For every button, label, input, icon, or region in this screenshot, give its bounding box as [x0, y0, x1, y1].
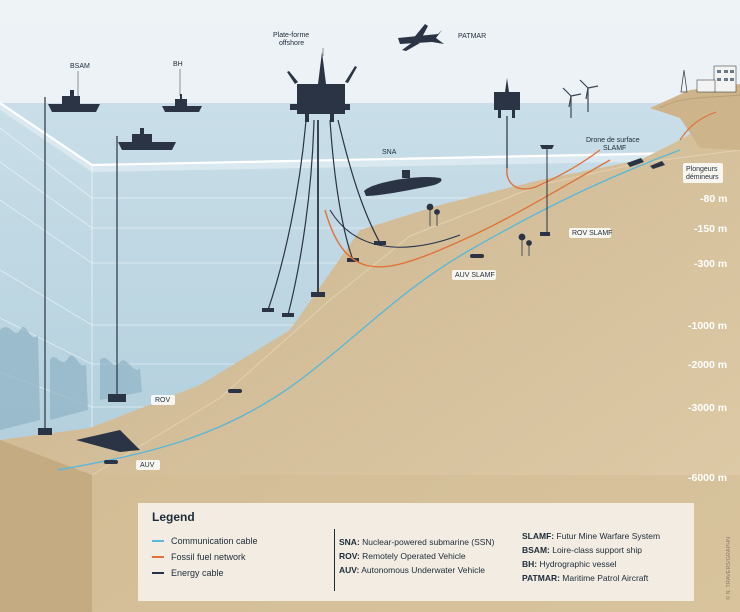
label-rov-slamf: ROV SLAMF [572, 230, 612, 237]
abbr-patmar: PATMAR: Maritime Patrol Aircraft [522, 573, 649, 583]
legend-abbr-middle: SNA: Nuclear-powered submarine (SSN) ROV… [334, 529, 510, 591]
label-auv: AUV [140, 462, 155, 469]
legend-label: Fossil fuel network [171, 552, 246, 562]
rov-slamf-icon [540, 232, 550, 236]
rov-icon [108, 394, 126, 402]
label-drone-1: Drone de surface [586, 137, 640, 144]
bsam-rov-icon [38, 428, 52, 435]
legend-item-energy: Energy cable [152, 565, 332, 581]
legend-cables: Communication cable Fossil fuel network … [152, 533, 332, 581]
depth-2000: -2000 m [688, 359, 727, 371]
divers-icon [627, 158, 665, 169]
mooring-anchors [262, 241, 386, 317]
surface-drone-icon [540, 145, 554, 149]
energy-cable [329, 209, 461, 248]
label-platform-2: offshore [279, 40, 304, 47]
wreck-icon [76, 430, 140, 452]
legend-label: Communication cable [171, 536, 258, 546]
depth-labels: -80 m -150 m -300 m -1000 m -2000 m -300… [688, 193, 727, 484]
legend: Legend Communication cable Fossil fuel n… [138, 503, 694, 601]
depth-3000: -3000 m [688, 402, 727, 414]
offshore-platform-icon [287, 52, 357, 122]
abbr-rov: ROV: Remotely Operated Vehicle [339, 551, 466, 561]
label-divers-2: démineurs [686, 174, 719, 181]
depth-80: -80 m [700, 193, 727, 205]
coastal-buildings-icon [680, 65, 737, 93]
fossil-fuel-coast [679, 111, 717, 141]
bh-ship-icon [162, 94, 202, 112]
abbr-sna: SNA: Nuclear-powered submarine (SSN) [339, 537, 495, 547]
coral-silhouettes [0, 326, 142, 430]
legend-item-fossil: Fossil fuel network [152, 549, 332, 565]
legend-item-communication: Communication cable [152, 533, 332, 549]
auv-slamf-icon [470, 254, 484, 258]
scene-labels: BSAM BH Plate-forme offshore PATMAR SNA … [70, 32, 723, 470]
legend-title: Legend [152, 510, 195, 524]
label-sna: SNA [382, 149, 397, 156]
seabed-front-face [0, 440, 92, 612]
support-ship-icon [118, 128, 176, 150]
fossil-fuel-line [324, 159, 611, 268]
depth-300: -300 m [694, 258, 727, 270]
coast-edge [659, 94, 740, 109]
communication-cable [57, 149, 681, 471]
depth-150: -150 m [694, 223, 727, 235]
coastline [650, 84, 740, 150]
depth-6000: -6000 m [688, 472, 727, 484]
fossil-fuel-line-2 [506, 149, 601, 190]
depth-1000: -1000 m [688, 320, 727, 332]
swatch-fossil [152, 556, 164, 558]
patmar-aircraft-icon [398, 24, 444, 51]
swatch-energy [152, 572, 164, 574]
auv-icon [104, 460, 118, 464]
bsam-ship-icon [48, 90, 100, 112]
abbr-bsam: BSAM: Loire-class support ship [522, 545, 642, 555]
platform-mooring-lines [267, 119, 381, 316]
label-drone-2: SLAMF [603, 145, 626, 152]
label-bsam: BSAM [70, 63, 90, 70]
legend-label: Energy cable [171, 568, 224, 578]
label-divers-1: Plongeurs [686, 166, 718, 173]
label-platform-1: Plate-forme [273, 32, 309, 39]
legend-abbr-right: SLAMF: Futur Mine Warfare System BSAM: L… [522, 529, 692, 585]
small-platform-icon [494, 78, 520, 118]
wind-turbines-icon [562, 79, 599, 118]
sna-submarine-icon [364, 170, 442, 196]
mines-icon [426, 203, 532, 256]
abbr-slamf: SLAMF: Futur Mine Warfare System [522, 531, 661, 541]
auv-mid-icon [228, 389, 242, 393]
label-auv-slamf: AUV SLAMF [455, 272, 495, 279]
label-bh: BH [173, 61, 183, 68]
label-patmar: PATMAR [458, 33, 486, 40]
platform-anchor [311, 292, 325, 297]
abbr-bh: BH: Hydrographic vessel [522, 559, 617, 569]
swatch-communication [152, 540, 164, 542]
credit: © N. TRAVERS/GRAPHN [725, 537, 732, 600]
abbr-auv: AUV: Autonomous Underwater Vehicle [339, 565, 485, 575]
label-rov: ROV [155, 397, 171, 404]
